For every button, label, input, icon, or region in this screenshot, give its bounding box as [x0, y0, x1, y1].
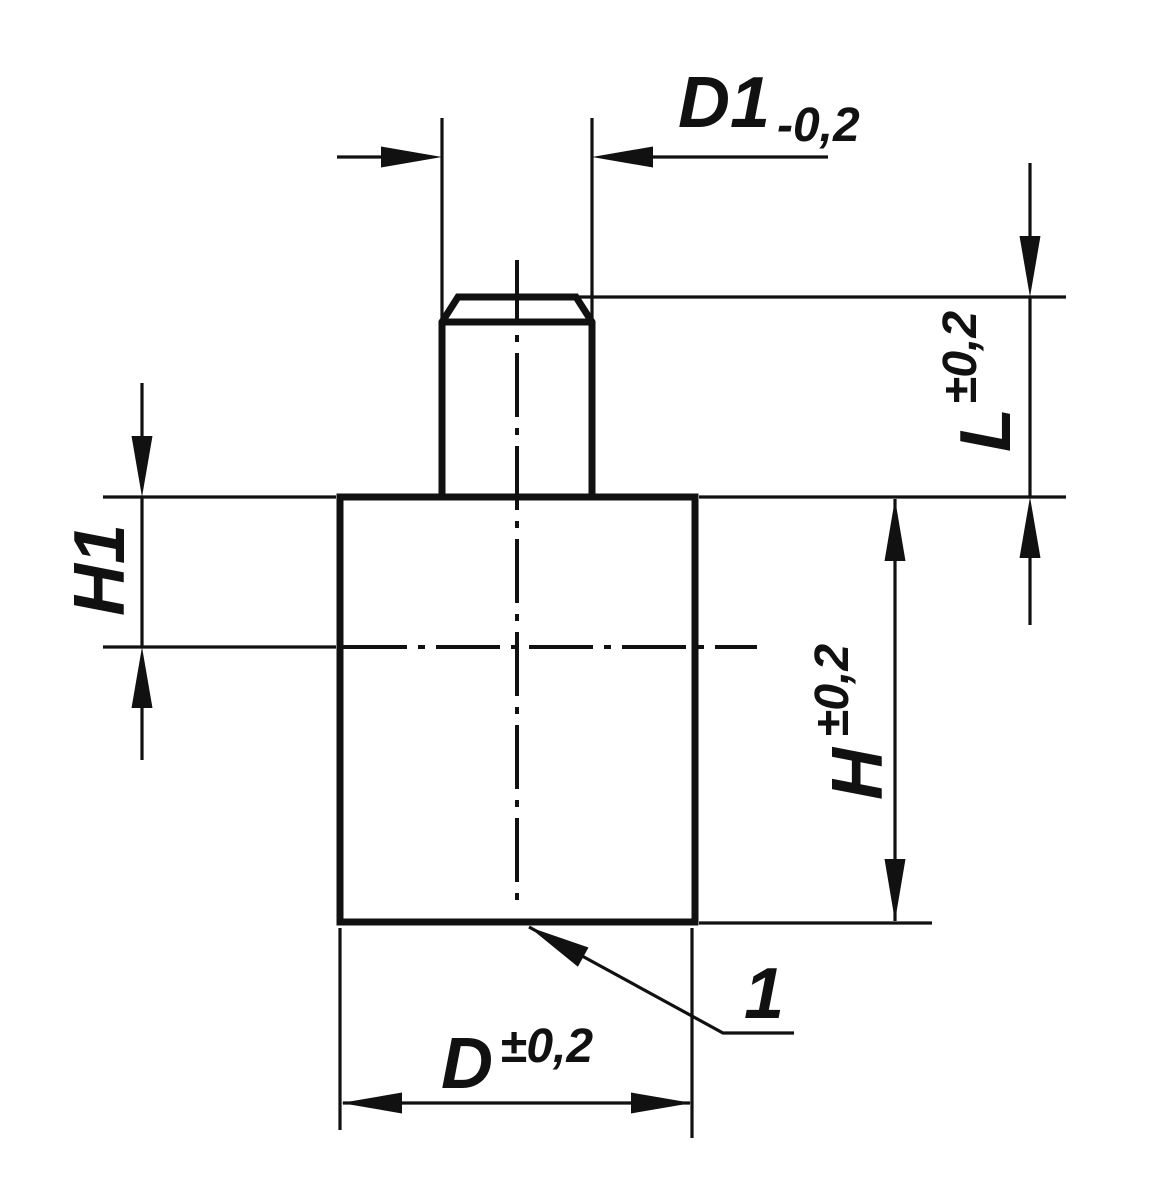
h-arrowhead-bottom — [884, 859, 906, 921]
l-arrowhead-bottom — [1019, 497, 1041, 558]
d-tolerance: ±0,2 — [500, 1020, 593, 1073]
d1-tolerance: -0,2 — [777, 99, 860, 152]
callout-leader-line — [528, 925, 794, 1035]
h-tolerance: ±0,2 — [806, 644, 859, 737]
dimension-d1: D1 -0,2 — [337, 63, 860, 318]
dimension-h: H ±0,2 — [699, 499, 932, 925]
d-arrowhead-right — [631, 1092, 692, 1114]
centerlines — [343, 260, 757, 908]
dimension-d: D ±0,2 — [338, 928, 694, 1138]
stud-outline — [438, 293, 596, 497]
body-outline — [336, 493, 699, 926]
d-arrowhead-left — [341, 1092, 402, 1114]
d1-label: D1 — [678, 63, 770, 143]
h1-label: H1 — [60, 524, 140, 616]
part-outline — [336, 293, 699, 926]
dimension-l: L ±0,2 — [576, 163, 1066, 625]
l-tolerance: ±0,2 — [934, 311, 987, 404]
d1-arrowhead-left — [381, 146, 442, 168]
l-arrowhead-top — [1019, 236, 1041, 297]
callout-1: 1 — [528, 925, 794, 1035]
h1-arrowhead-bottom — [131, 647, 153, 708]
h-label: H — [818, 746, 898, 800]
dimension-h1: H1 — [60, 383, 336, 760]
d1-arrowhead-right — [592, 146, 653, 168]
callout-arrowhead — [529, 927, 589, 967]
h-arrowhead-top — [884, 499, 906, 561]
d-label: D — [441, 1024, 493, 1104]
callout-label: 1 — [744, 954, 784, 1034]
l-label: L — [946, 408, 1026, 452]
h1-arrowhead-top — [131, 436, 153, 497]
